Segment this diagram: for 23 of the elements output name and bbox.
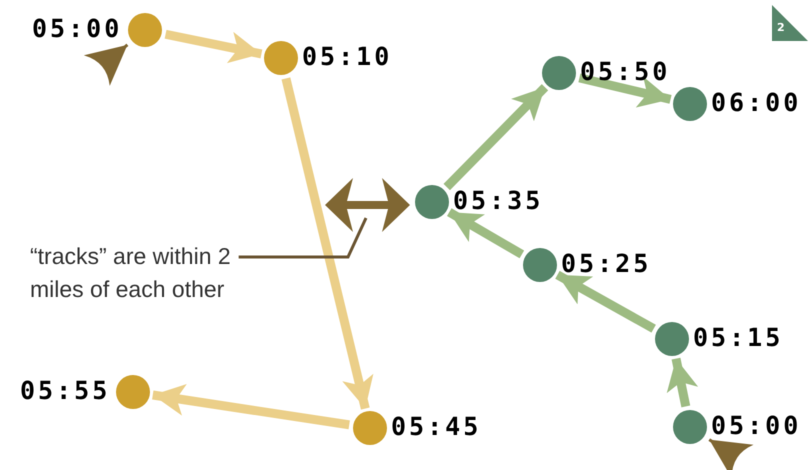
time-label: 05:00: [711, 413, 802, 439]
time-label: 05:35: [453, 188, 544, 214]
track-point: [353, 411, 387, 445]
time-label: 05:25: [561, 251, 652, 277]
track-point: [655, 322, 689, 356]
time-label: 05:15: [693, 325, 784, 351]
track-point: [673, 87, 707, 121]
track-point: [415, 185, 449, 219]
time-label: 05:45: [391, 414, 482, 440]
track-point: [523, 248, 557, 282]
page-number: 2: [777, 22, 785, 34]
track-point: [542, 56, 576, 90]
double-arrow-icon: [325, 178, 410, 232]
time-label: 05:00: [32, 16, 122, 42]
track-point: [264, 41, 298, 75]
time-label: 05:55: [20, 378, 110, 404]
annotation-text: “tracks” are within 2 miles of each other: [30, 240, 245, 306]
time-label: 05:10: [302, 44, 392, 70]
track-point: [128, 13, 162, 47]
track-point: [673, 410, 707, 444]
time-label: 06:00: [711, 90, 802, 116]
track-point: [116, 375, 150, 409]
time-label: 05:50: [580, 59, 670, 85]
